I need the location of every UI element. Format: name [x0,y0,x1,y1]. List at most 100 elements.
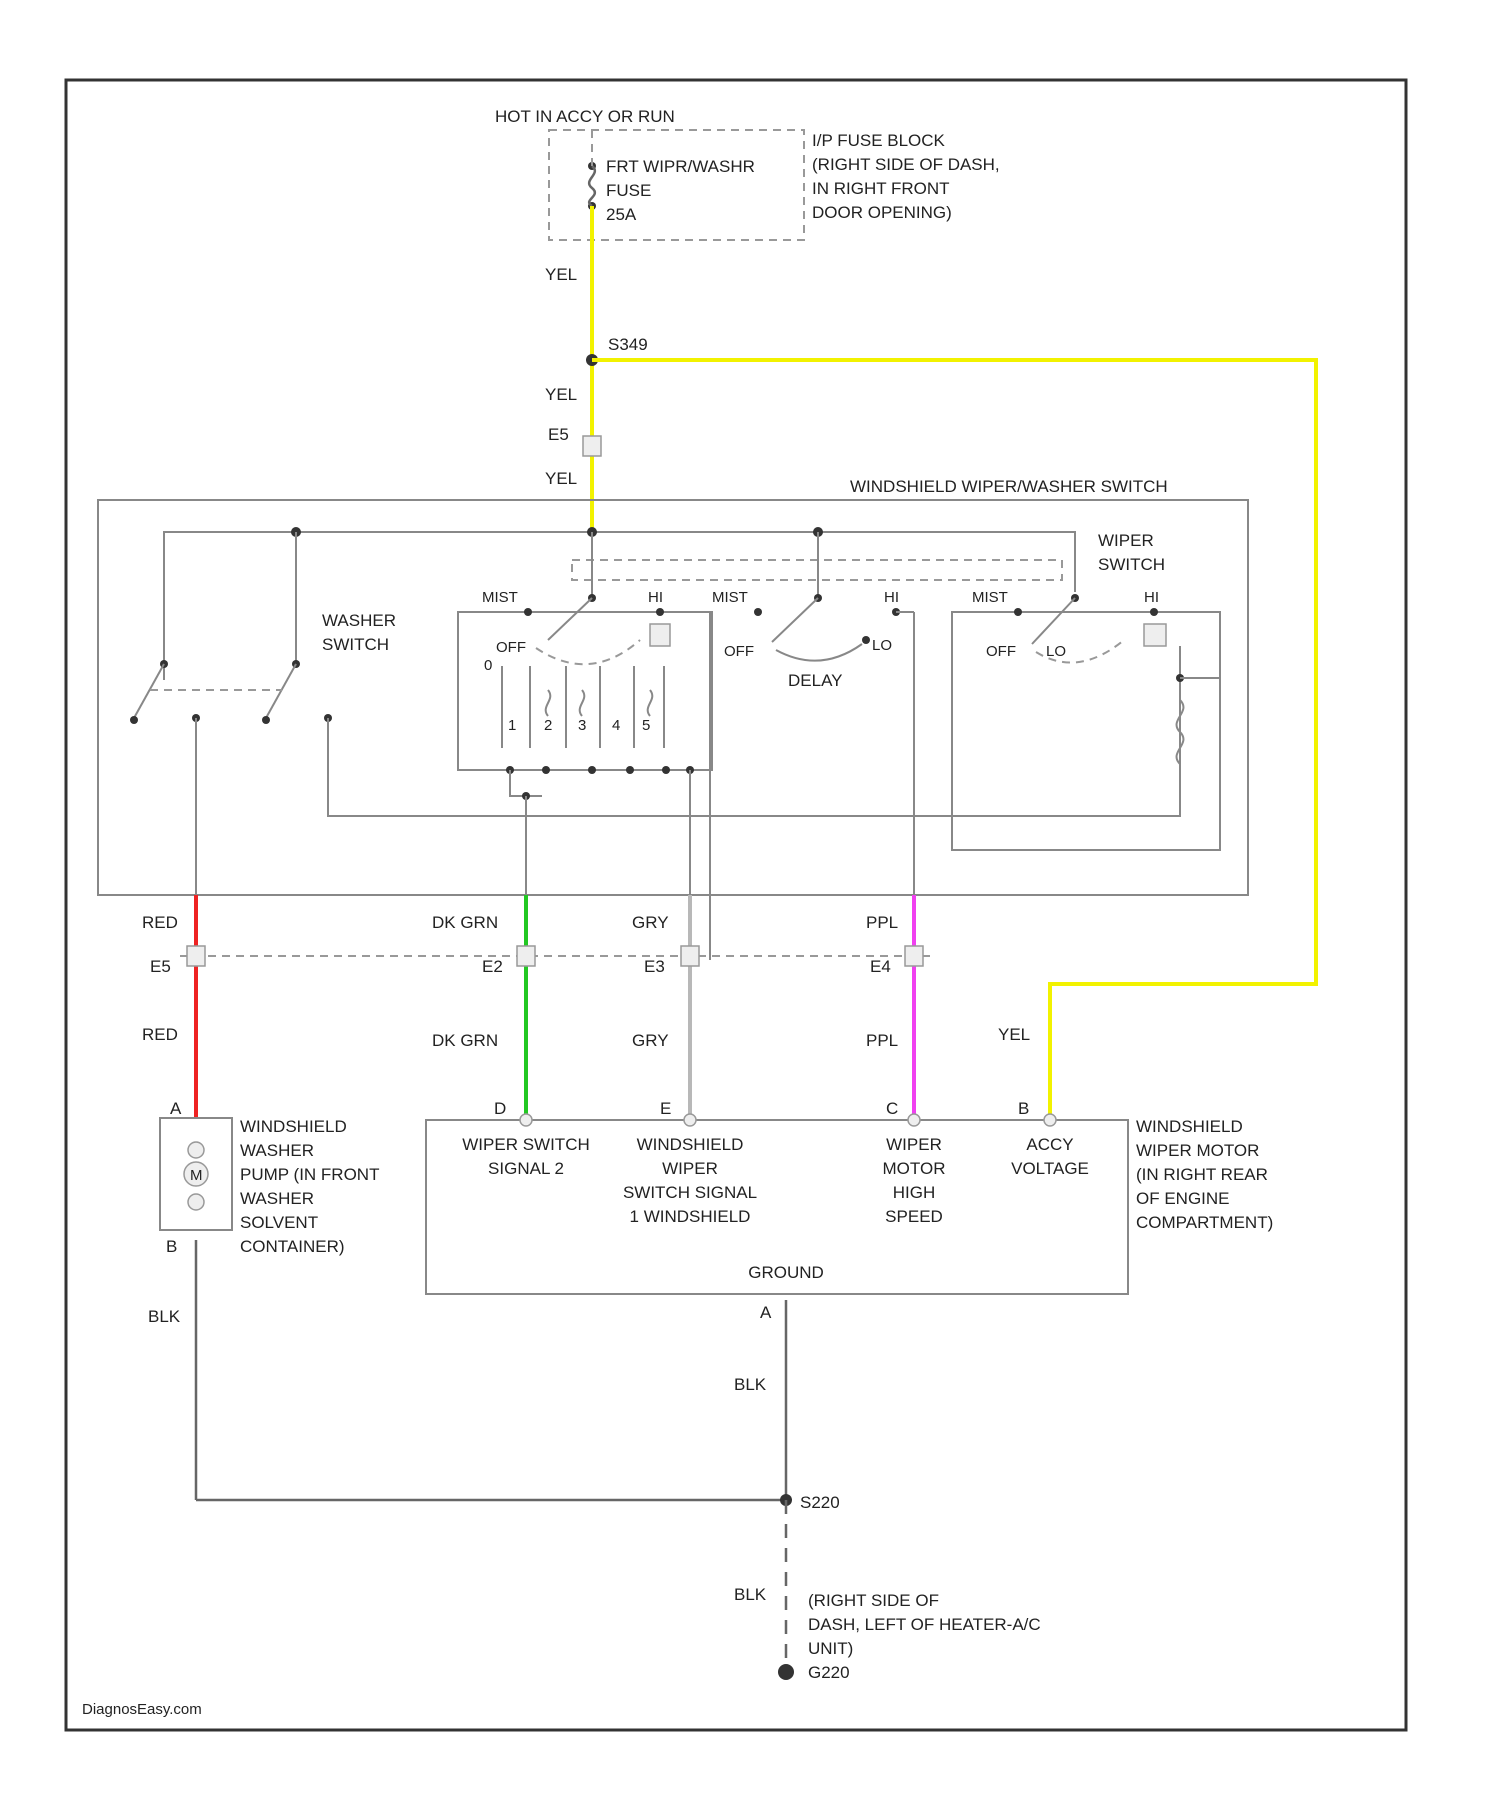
red-connector-label: E5 [150,957,171,976]
pump-pin-a: A [170,1099,182,1118]
delay-pin-2: 2 [544,717,552,734]
gry-label-1: GRY [632,913,669,932]
washer-blade-1 [134,664,164,718]
deck1-blade [548,598,592,640]
deck1-arc [536,640,640,664]
ppl-connector [905,946,923,966]
motor-terminal-b [1044,1114,1056,1126]
pump-line-5: SOLVENT [240,1213,318,1232]
pump-motor-m: M [190,1167,203,1184]
motor-terminal-d [520,1114,532,1126]
delay-node-5 [662,766,670,774]
deck1-hi: HI [648,589,663,606]
blk-label-2: BLK [734,1375,767,1394]
deck1-mist-contact [524,608,532,616]
diagram-frame [66,80,1406,1730]
dkgrn-label-1: DK GRN [432,913,498,932]
ground-splice-label: S220 [800,1493,840,1512]
motor-sig2-line-1: WIPER SWITCH [462,1135,590,1154]
motor-sig2-line-2: SIGNAL 2 [488,1159,564,1178]
fuse-block-line-2: (RIGHT SIDE OF DASH, [812,155,1000,174]
ground-point-label: G220 [808,1663,850,1682]
delay-module-traces [502,666,664,748]
deck3-hi: HI [1144,589,1159,606]
washer-contact-2b [262,716,270,724]
deck1-contact-block [650,624,670,646]
delay-module-box [458,612,712,770]
motor-high-line-4: SPEED [885,1207,943,1226]
deck3-side-wire [1180,678,1220,850]
delay-pin-3: 3 [578,717,586,734]
deck3-off: OFF [986,643,1016,660]
fuse-block-line-4: DOOR OPENING) [812,203,952,222]
yel-accy-wire [592,360,1316,1118]
motor-line-2: WIPER MOTOR [1136,1141,1259,1160]
dkgrn-connector [517,946,535,966]
ppl-connector-label: E4 [870,957,891,976]
deck2-mist-contact [754,608,762,616]
fuse-block-line-1: I/P FUSE BLOCK [812,131,946,150]
motor-high-line-1: WIPER [886,1135,942,1154]
ppl-label-2: PPL [866,1031,898,1050]
deck2-mist: MIST [712,589,748,606]
yel-label-accy: YEL [998,1025,1030,1044]
washer-switch-label-1: WASHER [322,611,396,630]
pump-line-2: WASHER [240,1141,314,1160]
motor-pin-b: B [1018,1099,1029,1118]
delay-pin-0: 0 [484,657,492,674]
delay-pin-4: 4 [612,717,620,734]
motor-high-line-2: MOTOR [883,1159,946,1178]
motor-accy-line-1: ACCY [1026,1135,1073,1154]
motor-sig1-line-1: WINDSHIELD [637,1135,744,1154]
blk-label-3: BLK [734,1585,767,1604]
motor-pin-d: D [494,1099,506,1118]
gry-label-2: GRY [632,1031,669,1050]
ground-point [778,1664,794,1680]
top-connector-label: E5 [548,425,569,444]
wiper-switch-label-1: WIPER [1098,531,1154,550]
watermark: DiagnosEasy.com [82,1701,202,1718]
top-connector [583,436,601,456]
splice-top-label: S349 [608,335,648,354]
fuse-element [589,166,595,206]
pump-terminal-bottom [188,1194,204,1210]
ground-loc-line-2: DASH, LEFT OF HEATER-A/C [808,1615,1041,1634]
deck1-mist: MIST [482,589,518,606]
deck2-blade [772,598,818,642]
gry-connector [681,946,699,966]
motor-terminal-c [908,1114,920,1126]
dkgrn-label-2: DK GRN [432,1031,498,1050]
deck2-lo: LO [872,637,892,654]
pump-pin-b: B [166,1237,177,1256]
deck2-lo-contact [862,636,870,644]
motor-terminal-e [684,1114,696,1126]
pump-terminal-top [188,1142,204,1158]
motor-line-1: WINDSHIELD [1136,1117,1243,1136]
yel-label-2: YEL [545,385,577,404]
washer-contact-1b [130,716,138,724]
deck3-blade [1032,598,1075,644]
deck1-off: OFF [496,639,526,656]
delay-node-2 [542,766,550,774]
pump-line-1: WINDSHIELD [240,1117,347,1136]
switch-bus [164,532,1075,680]
fuse-word: FUSE [606,181,651,200]
power-source-label: HOT IN ACCY OR RUN [495,107,675,126]
motor-accy-line-2: VOLTAGE [1011,1159,1089,1178]
washer-switch-label-2: SWITCH [322,635,389,654]
deck3-contact-block [1144,624,1166,646]
yel-label-1: YEL [545,265,577,284]
switch-assembly-title: WINDSHIELD WIPER/WASHER SWITCH [850,477,1168,496]
fuse-block-outline [549,130,804,240]
pump-line-3: PUMP (IN FRONT [240,1165,379,1184]
ground-loc-line-3: UNIT) [808,1639,853,1658]
motor-line-4: OF ENGINE [1136,1189,1230,1208]
dkgrn-connector-label: E2 [482,957,503,976]
motor-high-line-3: HIGH [893,1183,936,1202]
motor-sig1-line-4: 1 WINDSHIELD [630,1207,751,1226]
red-connector [187,946,205,966]
motor-sig1-line-3: SWITCH SIGNAL [623,1183,757,1202]
red-label-1: RED [142,913,178,932]
deck2-off: OFF [724,643,754,660]
